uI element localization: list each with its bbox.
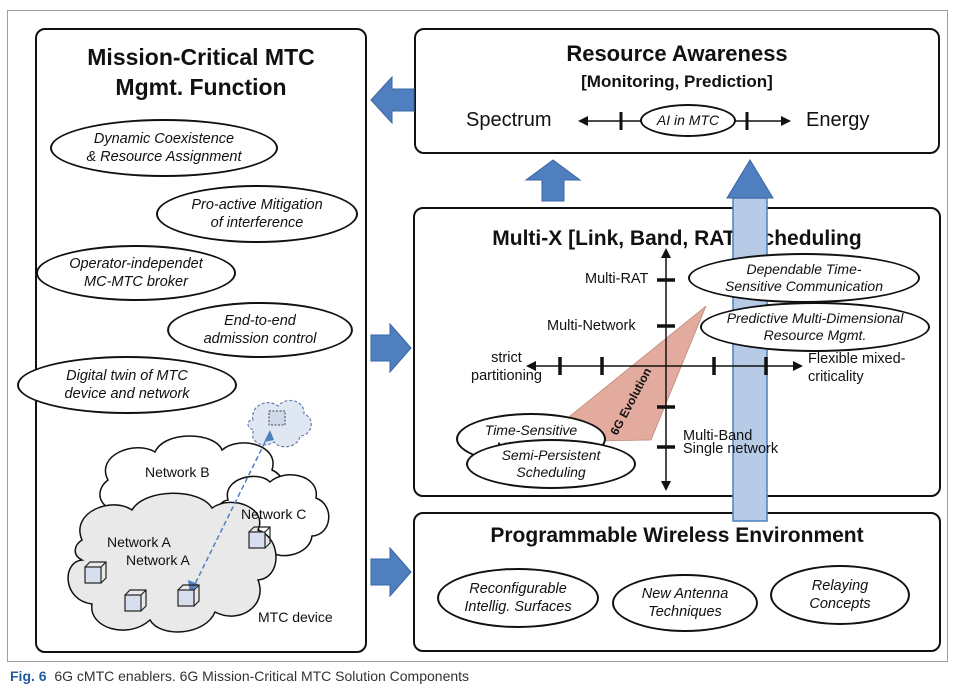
- network-a-label: Network A: [107, 534, 171, 550]
- mtc-device-icon: [84, 561, 107, 584]
- left-arrow-resource-to-mgmt: [370, 75, 415, 125]
- wireless-item-surfaces: Reconfigurable Intellig. Surfaces: [437, 568, 599, 628]
- multix-item-sps: Semi-Persistent Scheduling: [466, 439, 636, 489]
- network-c-label: Network C: [241, 506, 307, 522]
- y-label-single-network: Single network: [683, 441, 779, 457]
- network-a-cloud: [67, 492, 277, 633]
- mtc-device-icon: [248, 526, 271, 549]
- spectrum-label: Spectrum: [466, 109, 552, 131]
- mc-item-broker: Operator-independet MC-MTC broker: [36, 245, 236, 301]
- resource-awareness-title: Resource Awareness: [566, 41, 788, 66]
- resource-awareness-subtitle: [Monitoring, Prediction]: [581, 72, 773, 91]
- wireless-item-relaying: Relaying Concepts: [770, 565, 910, 625]
- y-label-multi-rat: Multi-RAT: [585, 271, 649, 287]
- mobility-dashed-arrow: [191, 431, 271, 591]
- figure-caption: Fig. 6 6G cMTC enablers. 6G Mission-Crit…: [10, 668, 469, 684]
- mc-mgmt-title-line2: Mgmt. Function: [115, 74, 287, 100]
- network-a-label-2: Network A: [126, 552, 190, 568]
- figure-frame: [7, 10, 948, 662]
- network-b-label: Network B: [145, 464, 210, 480]
- x-label-strict: strict partitioning: [471, 350, 542, 385]
- wireless-item-antenna: New Antenna Techniques: [612, 574, 758, 632]
- right-arrow-mgmt-to-multix: [370, 322, 412, 374]
- multix-item-predictive: Predictive Multi-Dimensional Resource Mg…: [700, 302, 930, 352]
- mtc-device-icons: [84, 526, 271, 612]
- vertical-link-band: [732, 197, 768, 522]
- multix-title: Multi-X [Link, Band, RAT] Scheduling: [492, 227, 862, 250]
- figure-caption-label: Fig. 6: [10, 668, 47, 684]
- mtc-device-icon: [177, 584, 200, 607]
- energy-label: Energy: [806, 109, 870, 131]
- mtc-device-label: MTC device: [258, 609, 333, 625]
- mtc-device-icon: [124, 589, 147, 612]
- up-arrow-head-right: [726, 159, 774, 199]
- up-arrow-multix-to-resource: [524, 159, 582, 202]
- x-label-flexible: Flexible mixed- criticality: [808, 351, 906, 386]
- mc-item-interference: Pro-active Mitigation of interference: [156, 185, 358, 243]
- y-label-multi-band: Multi-Band: [683, 428, 753, 444]
- multix-item-dependable: Dependable Time- Sensitive Communication: [688, 253, 920, 303]
- right-arrow-mgmt-to-wireless: [370, 546, 412, 598]
- mc-item-digital-twin: Digital twin of MTC device and network: [17, 356, 237, 414]
- y-label-multi-network: Multi-Network: [547, 318, 636, 334]
- dashed-device-icon: [268, 410, 286, 426]
- figure-caption-text: 6G cMTC enablers. 6G Mission-Critical MT…: [54, 668, 470, 684]
- mc-item-coexistence: Dynamic Coexistence & Resource Assignmen…: [50, 119, 278, 177]
- ai-in-mtc-ellipse: AI in MTC: [640, 104, 736, 137]
- wireless-title: Programmable Wireless Environment: [490, 524, 864, 547]
- mc-item-admission: End-to-end admission control: [167, 302, 353, 358]
- mc-mgmt-title-line1: Mission-Critical MTC: [87, 44, 315, 70]
